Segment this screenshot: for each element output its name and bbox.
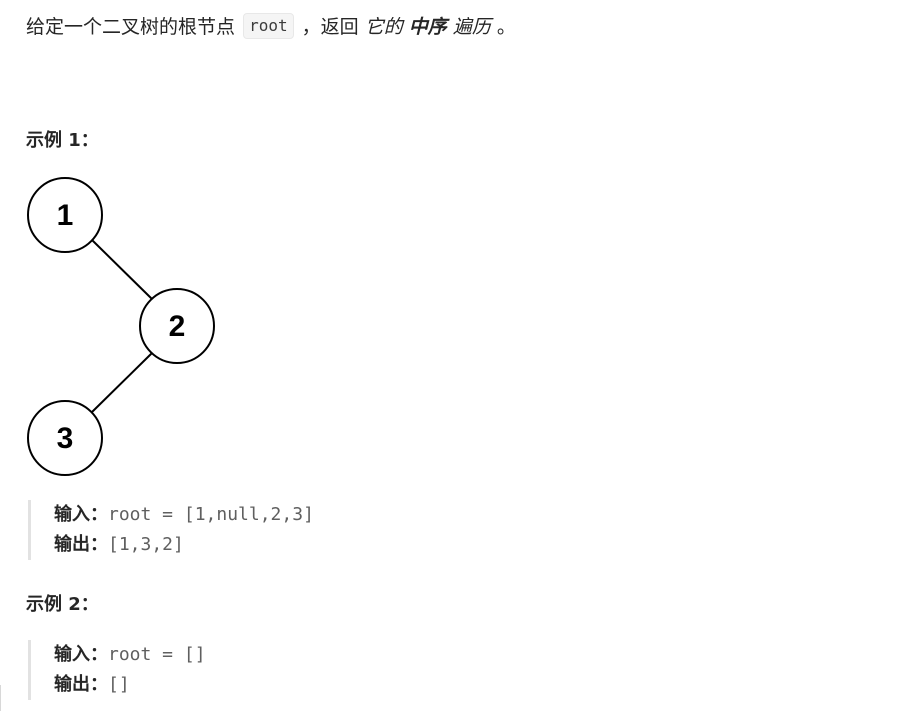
description-bold-italic: 中序 (408, 16, 447, 38)
example-1-input-line: 输入：root = [1,null,2,3] (54, 500, 314, 530)
tree-node-1-label: 1 (57, 199, 74, 232)
example-1-input-label: 输入： (54, 504, 108, 525)
example-2-output-label: 输出： (54, 674, 108, 695)
tree-node-1: 1 (27, 177, 103, 253)
tree-node-3-label: 3 (57, 422, 74, 455)
description-text-end: 。 (496, 16, 516, 38)
problem-description: 给定一个二叉树的根节点 root ，返回 它的 中序 遍历 。 (26, 12, 516, 42)
description-italic-1: 它的 (364, 16, 403, 38)
example-2-input-value: root = [] (108, 644, 206, 665)
tree-edge-2-3 (90, 352, 153, 414)
example-2-io-block: 输入：root = [] 输出：[] (28, 640, 206, 700)
example-2-output-line: 输出：[] (54, 670, 206, 700)
inline-code-root: root (243, 13, 294, 39)
example-2-input-line: 输入：root = [] (54, 640, 206, 670)
description-text-1: 给定一个二叉树的根节点 (26, 16, 236, 38)
tree-edge-1-2 (91, 239, 154, 301)
example-1-output-line: 输出：[1,3,2] (54, 530, 314, 560)
example-2-input-label: 输入： (54, 644, 108, 665)
example-2-output-value: [] (108, 674, 130, 695)
example-1-output-label: 输出： (54, 534, 108, 555)
example-1-output-value: [1,3,2] (108, 534, 184, 555)
example-1-io-block: 输入：root = [1,null,2,3] 输出：[1,3,2] (28, 500, 314, 560)
binary-tree-diagram: 1 2 3 (27, 177, 215, 476)
tree-node-2-label: 2 (169, 310, 186, 343)
tree-node-3: 3 (27, 400, 103, 476)
example-2-title: 示例 2： (26, 594, 99, 615)
left-edge-divider (0, 685, 1, 711)
example-1-input-value: root = [1,null,2,3] (108, 504, 314, 525)
example-1-title: 示例 1： (26, 130, 99, 151)
tree-node-2: 2 (139, 288, 215, 364)
description-italic-2: 遍历 (452, 16, 491, 38)
description-text-2: ，返回 (301, 16, 359, 38)
